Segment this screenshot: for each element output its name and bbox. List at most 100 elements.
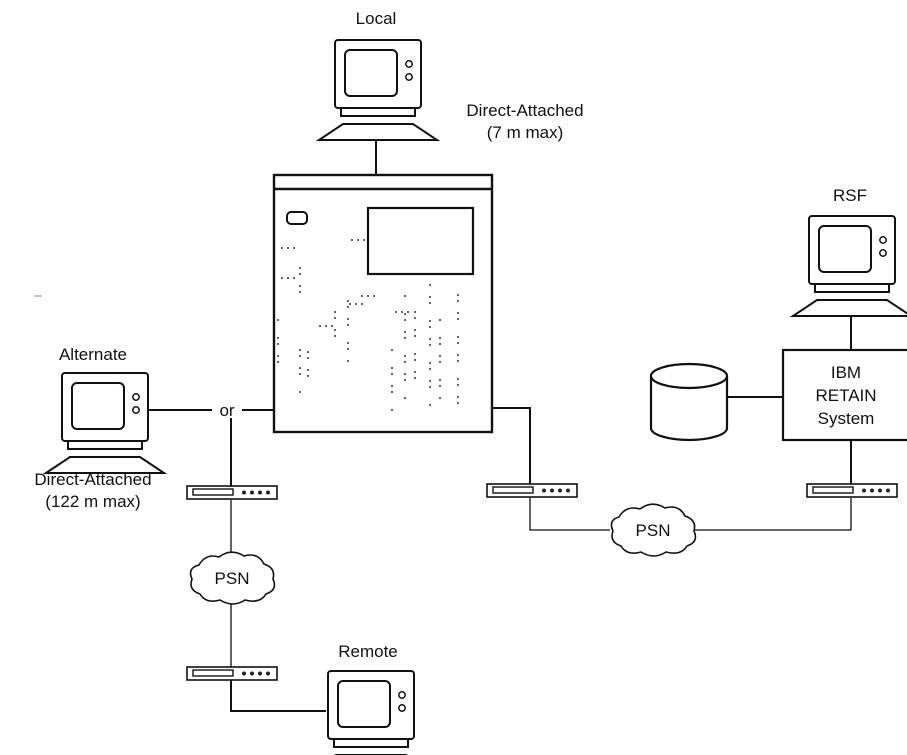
panel-dot: [429, 386, 431, 388]
psn-left-label: PSN: [215, 569, 250, 588]
panel-dot: [334, 311, 336, 313]
panel-dot: [307, 357, 309, 359]
panel-dot: [404, 295, 406, 297]
panel-dot: [439, 319, 441, 321]
panel-dot: [367, 295, 369, 297]
panel-dot: [457, 402, 459, 404]
panel-dot: [277, 337, 279, 339]
modem-icon: [186, 485, 278, 500]
panel-dot: [355, 303, 357, 305]
panel-dot: [299, 373, 301, 375]
alternate-label: Alternate: [59, 345, 127, 364]
panel-dot: [414, 317, 416, 319]
panel-dot: [401, 311, 403, 313]
panel-dot: [334, 335, 336, 337]
panel-dot: [334, 329, 336, 331]
panel-dot: [457, 384, 459, 386]
panel-dot: [299, 285, 301, 287]
panel-dot: [277, 343, 279, 345]
panel-dot: [404, 373, 406, 375]
retain-label-line3: System: [818, 409, 875, 428]
panel-dot: [277, 319, 279, 321]
remote-link: [230, 680, 326, 712]
remote-terminal-icon: [311, 670, 431, 755]
panel-dot: [391, 385, 393, 387]
panel-dot: [281, 247, 283, 249]
database-icon: [649, 362, 729, 442]
panel-dot: [299, 349, 301, 351]
panel-dot: [391, 391, 393, 393]
panel-dot: [429, 302, 431, 304]
panel-dot: [404, 361, 406, 363]
panel-dot: [457, 312, 459, 314]
panel-dot: [299, 391, 301, 393]
panel-dot: [429, 320, 431, 322]
or-label: or: [219, 401, 234, 420]
panel-dot: [414, 353, 416, 355]
remote-label: Remote: [338, 642, 398, 661]
panel-dot: [404, 337, 406, 339]
panel-dot: [395, 311, 397, 313]
panel-dot: [347, 300, 349, 302]
panel-dot: [457, 300, 459, 302]
panel-dot: [361, 295, 363, 297]
panel-dot: [347, 348, 349, 350]
panel-dot: [414, 377, 416, 379]
panel-dot: [404, 313, 406, 315]
retain-system-box: IBM RETAIN System: [781, 348, 907, 442]
panel-dot: [439, 397, 441, 399]
panel-dot: [299, 267, 301, 269]
panel-dot: [429, 362, 431, 364]
panel-dot: [287, 277, 289, 279]
panel-dot: [293, 277, 295, 279]
modem-icon: [486, 483, 578, 498]
panel-dot: [429, 404, 431, 406]
panel-dot: [457, 336, 459, 338]
panel-dot: [414, 371, 416, 373]
system-unit-dots: [277, 239, 459, 411]
panel-dot: [361, 303, 363, 305]
psn-to-retain-modem-link: [694, 498, 852, 531]
panel-dot: [299, 291, 301, 293]
panel-dot: [287, 247, 289, 249]
panel-dot: [429, 344, 431, 346]
connection-lines: [142, 125, 852, 712]
panel-dot: [391, 367, 393, 369]
panel-dot: [293, 247, 295, 249]
local-attach-label-line2: (7 m max): [487, 123, 564, 142]
rsf-label: RSF: [833, 186, 867, 205]
alternate-attach-label-line1: Direct-Attached: [34, 470, 151, 489]
panel-dot: [429, 338, 431, 340]
panel-dot: [347, 306, 349, 308]
panel-dot: [347, 324, 349, 326]
panel-dot: [334, 317, 336, 319]
panel-dot: [439, 385, 441, 387]
panel-dot: [307, 375, 309, 377]
local-label: Local: [356, 9, 397, 28]
psn-left-cloud-icon: PSN: [189, 551, 276, 605]
panel-dot: [404, 379, 406, 381]
panel-dot: [299, 367, 301, 369]
panel-dot: [404, 355, 406, 357]
panel-dot: [457, 294, 459, 296]
panel-dot: [429, 380, 431, 382]
panel-dot: [439, 337, 441, 339]
alternate-attach-label-line2: (122 m max): [45, 492, 140, 511]
panel-dot: [439, 361, 441, 363]
psn-right-label: PSN: [636, 521, 671, 540]
panel-dot: [429, 296, 431, 298]
psn-right-cloud-icon: PSN: [610, 503, 697, 557]
panel-dot: [457, 396, 459, 398]
panel-dot: [299, 273, 301, 275]
panel-dot: [429, 368, 431, 370]
panel-dot: [407, 311, 409, 313]
panel-dot: [439, 379, 441, 381]
panel-dot: [277, 355, 279, 357]
modem-icon: [806, 483, 898, 498]
panel-dot: [307, 351, 309, 353]
retain-label-line2: RETAIN: [815, 386, 876, 405]
panel-dot: [404, 331, 406, 333]
modem-icon: [186, 666, 278, 681]
panel-dot: [457, 360, 459, 362]
system-to-modem-link: [492, 407, 531, 484]
